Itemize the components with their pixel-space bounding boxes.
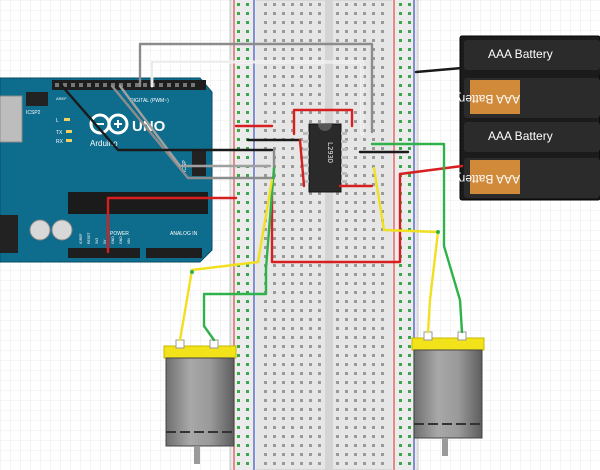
led-tx-label: TX bbox=[56, 130, 63, 136]
wire-yellow-left bbox=[178, 178, 274, 342]
power-jack bbox=[0, 215, 18, 253]
power-header-label: POWER bbox=[110, 231, 129, 237]
wire-red-arduino bbox=[106, 196, 238, 254]
wire-black-1 bbox=[60, 84, 274, 152]
capacitor-1 bbox=[29, 219, 51, 241]
wire-green-right bbox=[370, 142, 464, 334]
led-rx-label: RX bbox=[56, 139, 64, 145]
arduino-logo bbox=[89, 113, 129, 135]
icsp2-header bbox=[26, 92, 48, 106]
digital-header-label: DIGITAL (PWM~) bbox=[130, 98, 169, 104]
battery-label-2: AAA Battery bbox=[455, 92, 520, 106]
battery-cell-2: AAA Battery bbox=[455, 78, 600, 118]
icsp-header bbox=[192, 150, 206, 176]
center-channel bbox=[325, 0, 333, 470]
wire-red-chip-top bbox=[292, 108, 354, 136]
power-header bbox=[68, 248, 140, 258]
analog-header bbox=[146, 248, 202, 258]
wire-gray-1 bbox=[138, 42, 374, 134]
reset-label: RESET bbox=[87, 231, 91, 244]
gnd2-label: GND bbox=[119, 236, 123, 244]
chip-label: L293D bbox=[326, 142, 334, 163]
breadboard bbox=[229, 0, 419, 470]
led-l-label: L bbox=[56, 118, 59, 124]
usb-connector bbox=[0, 95, 23, 143]
vin-label: VIN bbox=[127, 238, 131, 244]
wire-white-1-outline bbox=[151, 61, 363, 135]
wire-gray-2 bbox=[110, 84, 276, 180]
brand-name-text: Arduino bbox=[90, 139, 118, 148]
gnd1-label: GND bbox=[111, 236, 115, 244]
aref-label: AREF bbox=[56, 96, 67, 101]
battery-label-1: AAA Battery bbox=[488, 47, 553, 61]
battery-label-3: AAA Battery bbox=[488, 129, 553, 143]
battery-cell-1: AAA Battery bbox=[464, 40, 600, 74]
3v3-label: 3V3 bbox=[95, 238, 99, 244]
right-motor bbox=[411, 331, 485, 456]
ioref-label: IOREF bbox=[79, 233, 83, 244]
capacitor-2 bbox=[51, 219, 73, 241]
l293d-chip: L293D bbox=[303, 123, 347, 193]
wire-endpoints bbox=[190, 230, 440, 274]
wire-green-left bbox=[202, 166, 276, 342]
battery-pack: AAA Battery AAA Battery AAA Battery AAA … bbox=[455, 35, 600, 201]
battery-label-4: AAA Battery bbox=[455, 172, 520, 186]
wire-black-battery bbox=[414, 66, 464, 74]
microcontroller-chip bbox=[68, 192, 208, 214]
analog-header-label: ANALOG IN bbox=[170, 231, 198, 237]
battery-cell-4: AAA Battery bbox=[455, 158, 600, 198]
arduino-board: DIGITAL (PWM~) AREF ICSP2 L TX RX UNO Ar… bbox=[0, 77, 213, 263]
wires bbox=[60, 42, 464, 342]
wire-gray-3 bbox=[118, 84, 272, 168]
wire-red-battery bbox=[398, 164, 464, 176]
wire-red-chip-diag bbox=[298, 138, 306, 188]
5v-label: 5V bbox=[103, 239, 107, 244]
left-motor bbox=[163, 339, 237, 464]
battery-cell-3: AAA Battery bbox=[464, 122, 600, 152]
icsp2-label: ICSP2 bbox=[26, 110, 41, 116]
wire-red-bottom bbox=[270, 172, 402, 264]
